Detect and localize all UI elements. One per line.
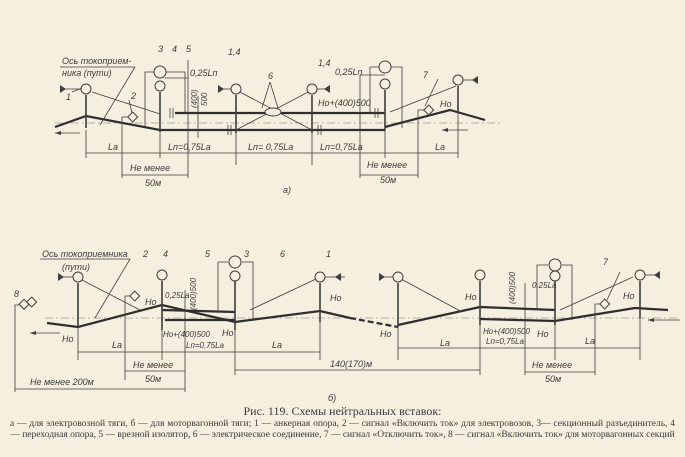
dimension-label: Lа: [112, 340, 122, 350]
axis-label: (пути): [62, 262, 90, 272]
figure-legend: а — для электровозной тяги, б — для мото…: [0, 419, 685, 441]
dimension-label: Lа: [108, 142, 118, 152]
callout-5: 5: [205, 249, 211, 259]
height-label: Hо: [465, 292, 477, 302]
height-label: Hо+(400)500: [163, 330, 210, 339]
callout-1-4: 1,4: [228, 47, 241, 57]
dimension-label: 0,25Lп: [335, 67, 363, 77]
callout-4: 4: [163, 249, 168, 259]
height-label: Hо: [145, 297, 157, 307]
legend-line-1: а — для электровозной тяги, б — для мото…: [10, 419, 675, 440]
callout-6: 6: [268, 71, 273, 81]
dimension-label: Не менее: [130, 163, 170, 173]
dimension-label: Lа: [435, 142, 445, 152]
callout-6: 6: [280, 249, 285, 259]
dimension-label: Не менее: [133, 360, 173, 370]
dimension-label: 50м: [545, 374, 561, 384]
height-label: (400)500: [508, 271, 517, 304]
height-label: Hо: [330, 293, 342, 303]
height-label: Hо: [62, 334, 74, 344]
height-label: Hо+(400)500: [483, 327, 530, 336]
diagram-a: Ось токоприем- ника (пути) 1 2 3 4 5 1,4…: [54, 44, 500, 195]
height-label: Hо: [623, 291, 635, 301]
dimension-label: Lп=0,75Lа: [186, 341, 225, 350]
legend-line-2: 8 — сигнал «Включить ток» для моторвагон…: [447, 430, 675, 440]
dimension-label: 50м: [145, 178, 161, 188]
height-label: Hо: [222, 328, 234, 338]
dimension-label: 50м: [145, 374, 161, 384]
dimension-label: Lп= 0,75Lа: [248, 142, 293, 152]
dimension-label: 0,25Lа: [165, 291, 190, 300]
height-label: (400)500: [189, 277, 198, 310]
callout-5: 5: [186, 44, 192, 54]
callout-2: 2: [130, 91, 136, 101]
height-label: (400): [190, 89, 199, 108]
callout-1-4: 1,4: [318, 58, 331, 68]
dimension-label: 0,25Lп: [190, 68, 218, 78]
panel-label-b: б): [328, 393, 336, 403]
callout-1: 1: [326, 249, 331, 259]
dimension-label: Не менее: [532, 360, 572, 370]
callout-8: 8: [14, 289, 19, 299]
callout-2: 2: [142, 249, 148, 259]
callout-3: 3: [158, 44, 163, 54]
dimension-label: Lп=0,75Lа: [168, 142, 211, 152]
callout-4: 4: [172, 44, 177, 54]
dimension-label: 0,25Lа: [532, 281, 557, 290]
dimension-label: 140(170)м: [330, 359, 372, 369]
panel-label-a: а): [283, 185, 291, 195]
dimension-label: Lа: [272, 340, 282, 350]
diagram-b: Ось токоприемника (пути) 8 2 4 5 3 6 1 7…: [14, 249, 680, 403]
dimension-label: 50м: [380, 175, 396, 185]
height-label: Hо: [537, 329, 549, 339]
figure-title: Рис. 119. Схемы нейтральных вставок:: [243, 404, 442, 418]
callout-7: 7: [423, 70, 429, 80]
dimension-label: Не менее: [367, 160, 407, 170]
dimension-label: Lа: [585, 336, 595, 346]
dimension-label: Lп=0,75Lа: [486, 337, 525, 346]
axis-label: ника (пути): [62, 68, 112, 78]
dimension-label: Не менее 200м: [30, 377, 94, 387]
dimension-label: Lа: [440, 338, 450, 348]
height-label: Hо: [380, 329, 392, 339]
axis-label: Ось токоприемника: [42, 249, 128, 259]
height-label: Hо+(400)500: [318, 98, 371, 108]
axis-label: Ось токоприем-: [62, 56, 131, 66]
callout-7: 7: [603, 257, 609, 267]
callout-3: 3: [244, 249, 249, 259]
height-label: 500: [200, 92, 209, 106]
height-label: Hо: [440, 99, 452, 109]
dimension-label: Lп=0,75Lа: [320, 142, 363, 152]
callout-1: 1: [66, 92, 71, 102]
